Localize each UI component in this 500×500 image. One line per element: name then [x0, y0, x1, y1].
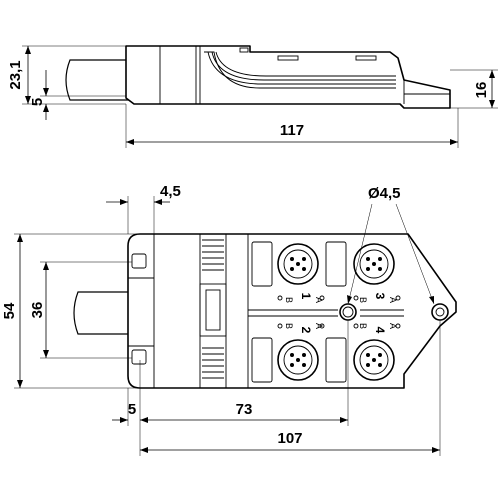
mount-slot-top: [131, 253, 147, 269]
port-2: [277, 339, 319, 381]
dim-front-left-offset: 5: [128, 401, 136, 418]
side-cable: [65, 59, 129, 101]
dim-side-length: 117: [280, 122, 304, 139]
strain-relief-window: [199, 283, 227, 337]
side-connector-2: [355, 55, 377, 61]
dim-front-inner-height: 36: [29, 302, 46, 319]
port-1-number: 1: [299, 293, 313, 300]
front-view: 1 B A 2 B A 3 B A 4 B A 4,5 Ø4,5: [1, 183, 457, 456]
port-2-label-b: B: [284, 323, 294, 329]
port-3: [353, 243, 395, 285]
port-4: [353, 339, 395, 381]
side-housing: [125, 45, 451, 109]
port-4-label-a: A: [388, 323, 398, 329]
port-3-label-b: B: [358, 297, 368, 303]
port-1: [277, 243, 319, 285]
side-connector-1: [277, 55, 299, 61]
front-cable: [73, 291, 135, 335]
dim-side-height-total: 23,1: [7, 60, 24, 89]
side-view: 23,1 5 16 117: [7, 45, 498, 148]
port-2-label-a: A: [314, 323, 324, 329]
port-3-label-a: A: [388, 297, 398, 303]
front-housing: [127, 233, 457, 389]
dim-hole-diameter: Ø4,5: [368, 185, 401, 202]
dim-front-length: 107: [277, 430, 302, 447]
port-3-number: 3: [373, 293, 387, 300]
dim-front-height: 54: [1, 302, 18, 319]
dim-side-height-base: 5: [29, 98, 46, 106]
dim-front-hole-distance: 73: [236, 401, 253, 418]
dim-side-height-right: 16: [473, 82, 490, 99]
port-1-label-b: B: [284, 297, 294, 303]
port-2-number: 2: [299, 327, 313, 334]
dim-top-offset: 4,5: [160, 183, 181, 200]
port-1-label-a: A: [314, 297, 324, 303]
port-4-label-b: B: [358, 323, 368, 329]
port-4-number: 4: [373, 327, 387, 334]
mount-slot-bottom: [131, 349, 147, 365]
